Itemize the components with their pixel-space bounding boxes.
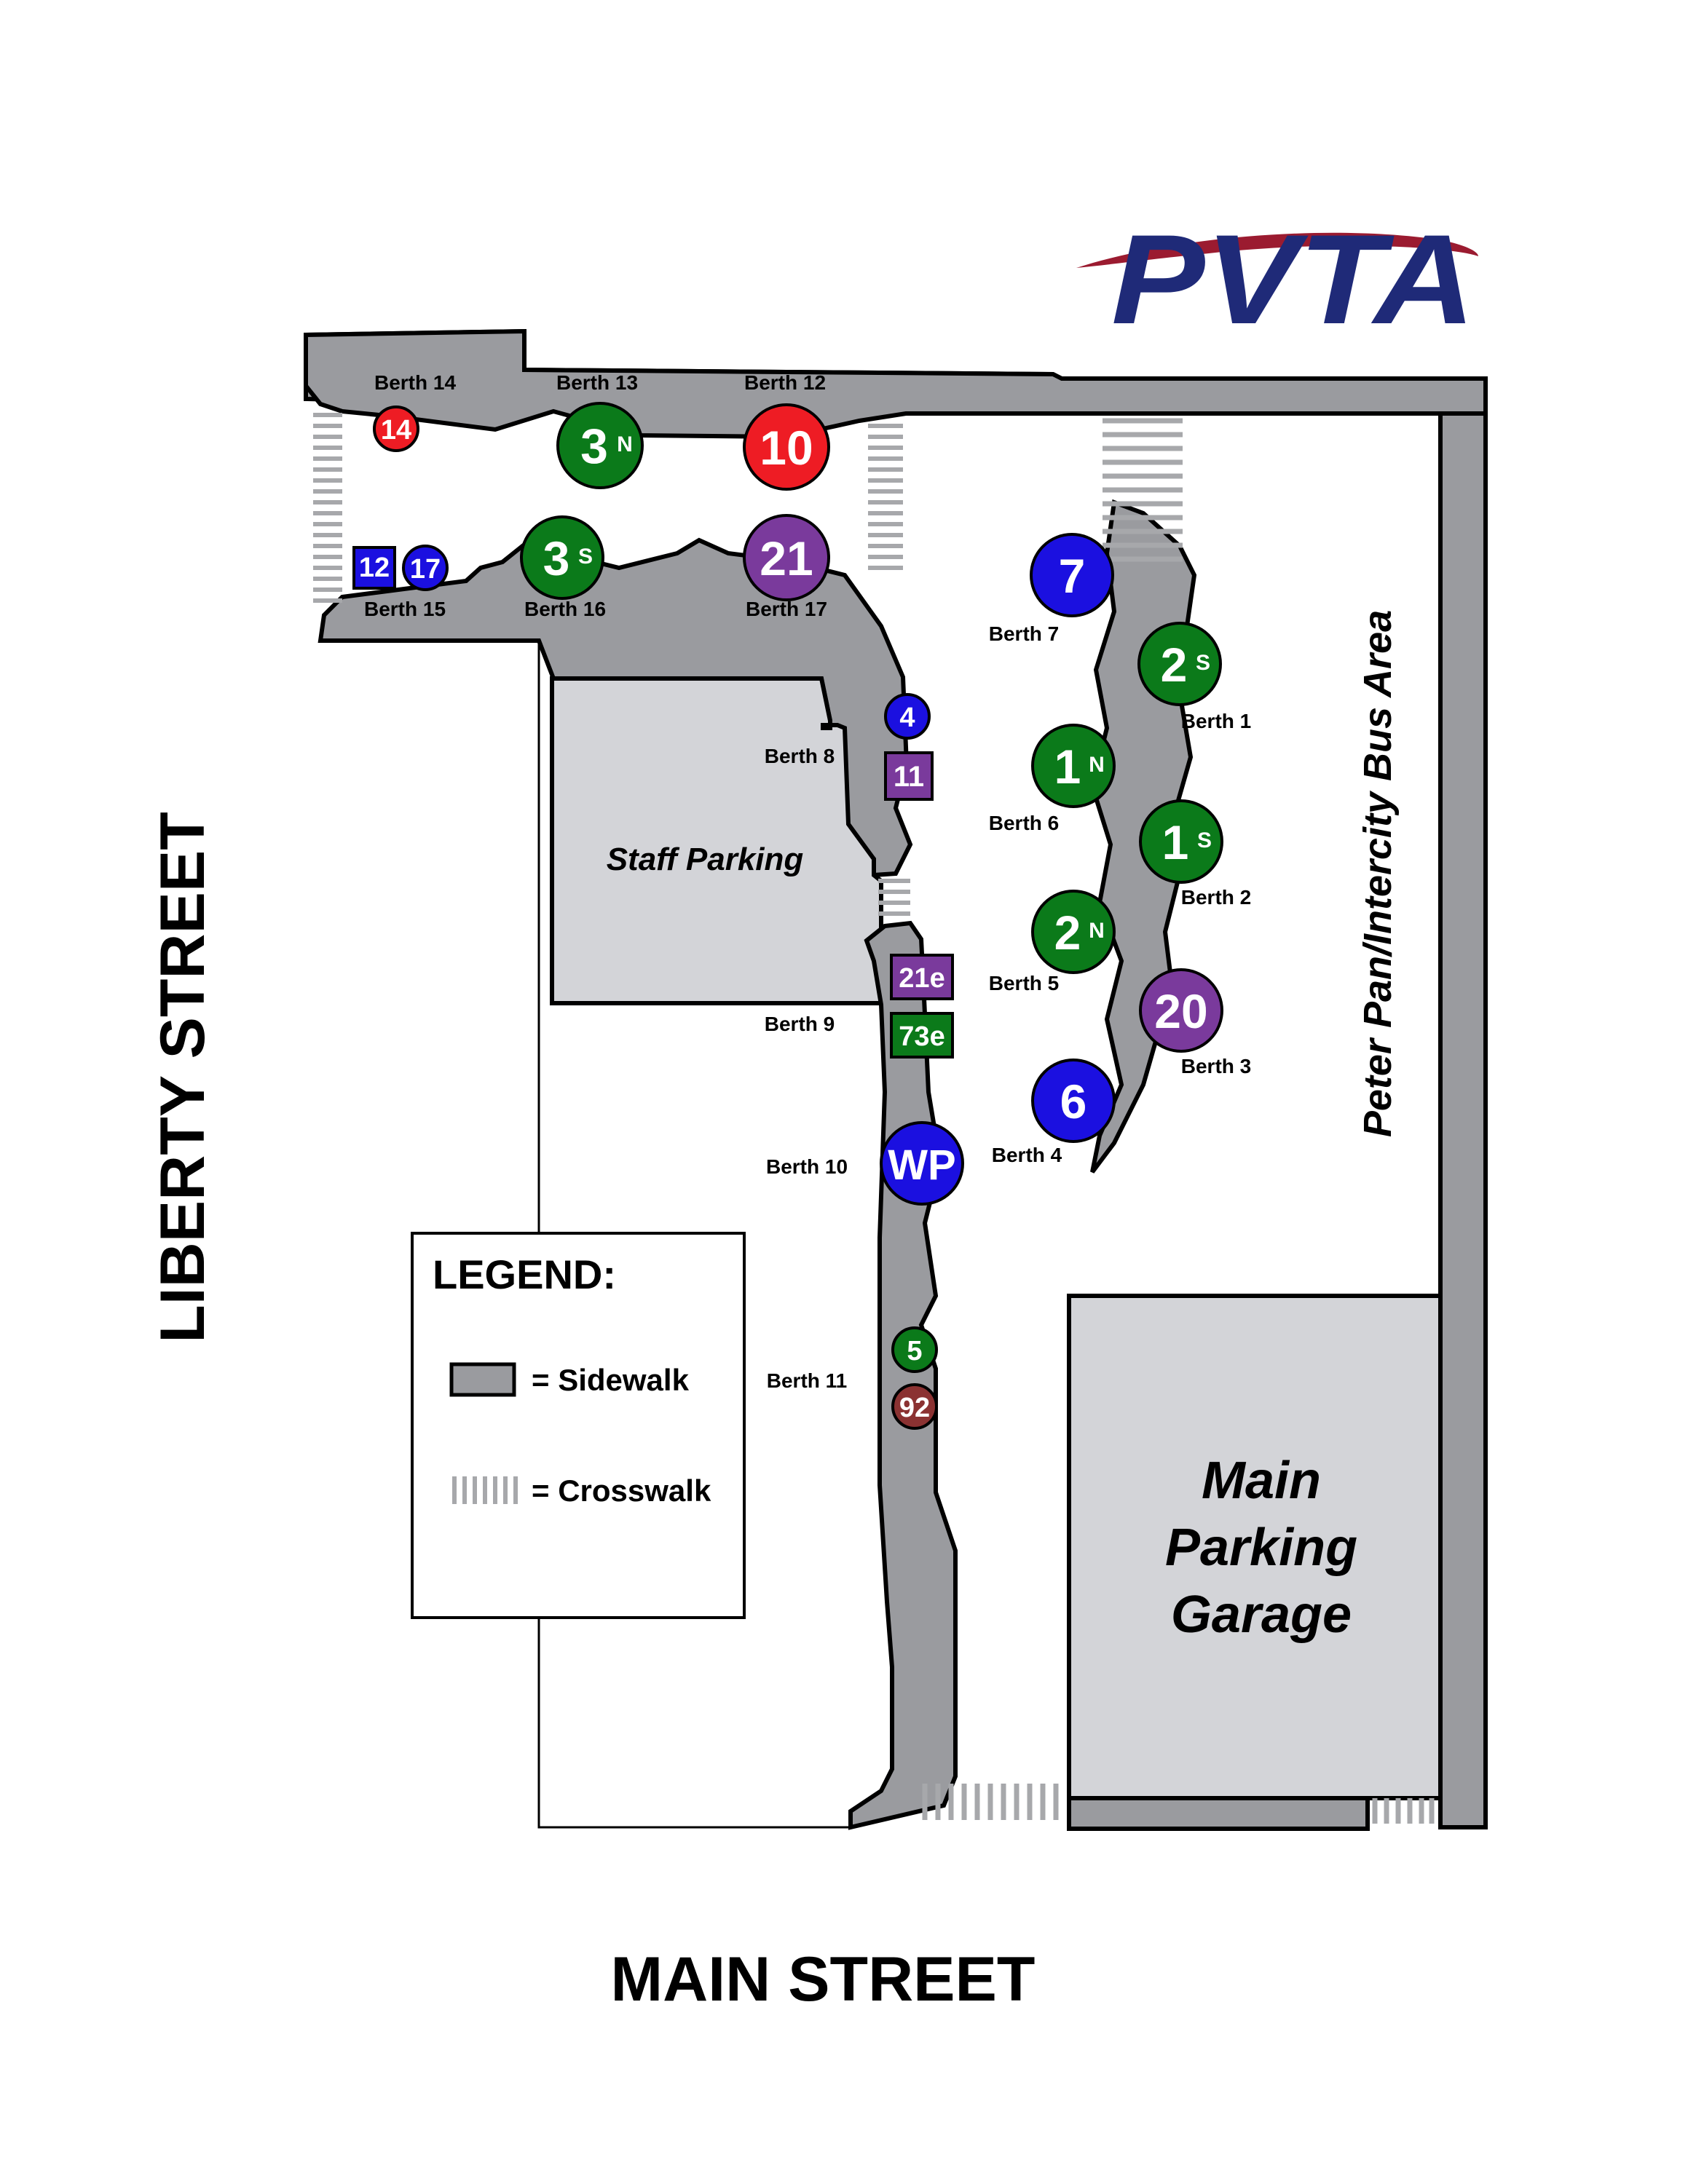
staff-parking-label: Staff Parking xyxy=(607,842,804,877)
staff-parking-lot xyxy=(550,676,883,1005)
route-1n-suffix: N xyxy=(1089,753,1105,777)
route-6-marker[interactable]: 6 xyxy=(1031,1059,1116,1143)
route-2n-suffix: N xyxy=(1089,919,1105,943)
legend-box xyxy=(411,1232,746,1619)
route-10-marker[interactable]: 10 xyxy=(743,403,830,491)
route-1n-marker[interactable]: 1 N xyxy=(1031,724,1116,808)
route-92-marker[interactable]: 92 xyxy=(891,1383,938,1430)
legend: LEGEND: = Sidewalk = Crosswalk xyxy=(411,1232,746,1619)
crosswalk-north-middle xyxy=(868,424,903,570)
berth-15-label: Berth 15 xyxy=(364,598,446,620)
route-3s-number: 3 xyxy=(543,531,570,585)
route-17-number: 17 xyxy=(410,554,441,585)
route-3n-number: 3 xyxy=(580,419,608,474)
route-2s-suffix: S xyxy=(1196,651,1210,675)
legend-sidewalk-text: = Sidewalk xyxy=(532,1363,690,1397)
garage-label-line1: Main xyxy=(1202,1452,1321,1510)
berth-11-label: Berth 11 xyxy=(767,1369,848,1392)
route-21e-number: 21e xyxy=(899,963,944,994)
garage-label-line3: Garage xyxy=(1171,1586,1352,1644)
route-92-number: 92 xyxy=(899,1393,930,1423)
legend-crosswalk-text: = Crosswalk xyxy=(532,1473,711,1508)
route-3n-suffix: N xyxy=(617,432,633,456)
route-2n-number: 2 xyxy=(1054,906,1081,960)
crosswalk-staff xyxy=(878,879,910,916)
berth-13-label: Berth 13 xyxy=(556,371,638,394)
route-21-marker[interactable]: 21 xyxy=(743,514,830,601)
route-1s-marker[interactable]: 1 S xyxy=(1139,799,1223,884)
route-3s-marker[interactable]: 3 S xyxy=(520,515,604,600)
main-parking-garage xyxy=(1067,1294,1443,1800)
bus-area-label: Peter Pan/Intercity Bus Area xyxy=(1356,610,1400,1137)
berth-12-label: Berth 12 xyxy=(744,371,826,394)
berth-16-label: Berth 16 xyxy=(524,598,606,620)
legend-title: LEGEND: xyxy=(433,1251,616,1297)
route-21e-marker[interactable]: 21e xyxy=(890,954,954,1000)
route-2s-marker[interactable]: 2 S xyxy=(1137,622,1222,706)
route-12-number: 12 xyxy=(359,553,390,583)
route-1s-number: 1 xyxy=(1162,815,1189,869)
berth-8-label: Berth 8 xyxy=(765,745,835,767)
route-4-number: 4 xyxy=(899,703,915,733)
route-7-number: 7 xyxy=(1059,549,1086,603)
crosswalk-north-east xyxy=(1103,418,1183,562)
logo-text: PVTA xyxy=(1111,209,1475,351)
route-14-number: 14 xyxy=(381,415,411,446)
berth-1-label: Berth 1 xyxy=(1181,710,1251,732)
berth-2-label: Berth 2 xyxy=(1181,886,1251,909)
berth-7-label: Berth 7 xyxy=(989,622,1059,645)
route-2n-marker[interactable]: 2 N xyxy=(1031,890,1116,974)
crosswalk-south xyxy=(922,1784,1059,1820)
berth-10-label: Berth 10 xyxy=(766,1155,848,1178)
garage-sidewalk xyxy=(1067,1796,1370,1831)
route-6-number: 6 xyxy=(1060,1075,1087,1128)
route-4-marker[interactable]: 4 xyxy=(884,693,931,740)
berth-17-label: Berth 17 xyxy=(746,598,827,620)
liberty-street-label: LIBERTY STREET xyxy=(148,812,218,1343)
crosswalk-west xyxy=(313,413,342,603)
route-73e-marker[interactable]: 73e xyxy=(890,1012,954,1059)
pvta-logo: PVTA xyxy=(1076,209,1478,351)
berth-6-label: Berth 6 xyxy=(989,812,1059,834)
main-street-label: MAIN STREET xyxy=(611,1944,1036,2014)
route-5-marker[interactable]: 5 xyxy=(891,1326,938,1373)
route-10-number: 10 xyxy=(760,421,813,475)
route-17-marker[interactable]: 17 xyxy=(402,545,449,591)
berth-4-label: Berth 4 xyxy=(992,1144,1062,1166)
berth-9-label: Berth 9 xyxy=(765,1013,835,1035)
route-3n-marker[interactable]: 3 N xyxy=(556,402,644,489)
garage-label-line2: Parking xyxy=(1165,1519,1357,1577)
route-wp-number: WP xyxy=(888,1142,955,1189)
route-11-number: 11 xyxy=(894,761,924,793)
crosswalk-southeast xyxy=(1372,1798,1435,1824)
route-1s-suffix: S xyxy=(1197,828,1212,852)
route-2s-number: 2 xyxy=(1161,638,1188,692)
route-21-number: 21 xyxy=(760,531,813,585)
legend-crosswalk-swatch xyxy=(452,1476,518,1504)
route-14-marker[interactable]: 14 xyxy=(373,405,419,452)
route-wp-marker[interactable]: WP xyxy=(880,1121,964,1206)
route-3s-suffix: S xyxy=(578,545,593,569)
route-1n-number: 1 xyxy=(1054,740,1081,794)
route-7-marker[interactable]: 7 xyxy=(1030,533,1114,617)
route-73e-number: 73e xyxy=(899,1021,944,1052)
legend-sidewalk-swatch xyxy=(449,1362,516,1397)
berth-3-label: Berth 3 xyxy=(1181,1055,1251,1077)
route-20-number: 20 xyxy=(1154,984,1207,1038)
route-11-marker[interactable]: 11 xyxy=(884,751,934,801)
route-5-number: 5 xyxy=(907,1336,922,1366)
berth-14-label: Berth 14 xyxy=(374,371,456,394)
logo-swoosh xyxy=(1076,232,1478,268)
berth-5-label: Berth 5 xyxy=(989,972,1059,994)
route-20-marker[interactable]: 20 xyxy=(1139,968,1223,1053)
route-12-marker[interactable]: 12 xyxy=(352,546,396,590)
west-sidewalk-strip xyxy=(848,920,958,1830)
